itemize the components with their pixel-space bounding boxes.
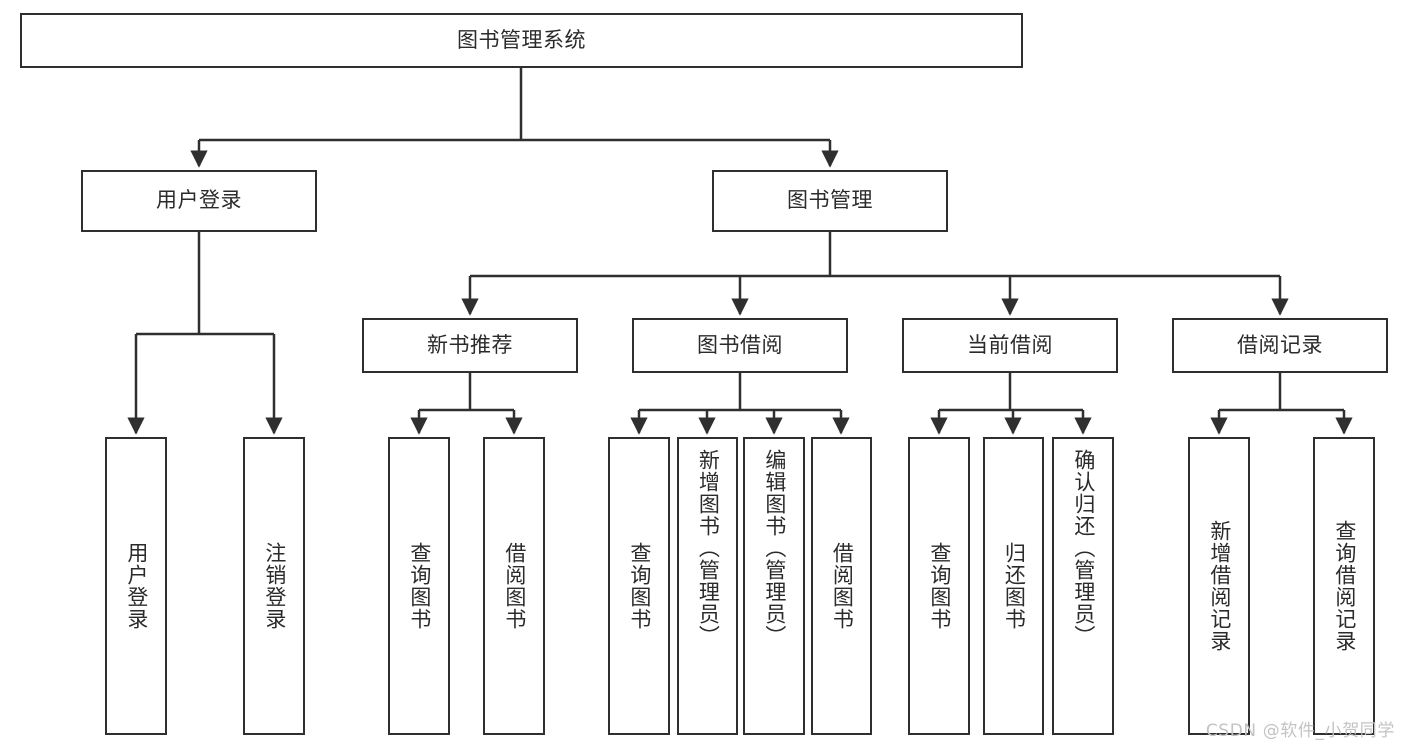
- node-leaf-return-book-label: 归还图书: [1002, 542, 1027, 630]
- node-book-manage[interactable]: 图书管理: [712, 170, 948, 232]
- node-leaf-add-borrow-record[interactable]: 新增借阅记录: [1188, 437, 1250, 735]
- node-book-manage-label: 图书管理: [787, 188, 873, 213]
- node-leaf-query-book-1[interactable]: 查询图书: [388, 437, 450, 735]
- node-leaf-return-book[interactable]: 归还图书: [983, 437, 1044, 735]
- node-user-login-label: 用户登录: [156, 188, 242, 213]
- node-leaf-user-login[interactable]: 用户登录: [105, 437, 167, 735]
- node-leaf-add-book-admin-label: 新增图书（管理员）: [696, 449, 721, 647]
- node-leaf-logout-label: 注销登录: [262, 542, 287, 630]
- node-book-borrow[interactable]: 图书借阅: [632, 318, 848, 373]
- node-leaf-borrow-book-1-label: 借阅图书: [502, 542, 527, 630]
- node-borrow-record-label: 借阅记录: [1237, 332, 1323, 357]
- node-current-borrow-label: 当前借阅: [967, 332, 1053, 357]
- node-leaf-query-book-3[interactable]: 查询图书: [908, 437, 970, 735]
- node-leaf-logout[interactable]: 注销登录: [243, 437, 305, 735]
- node-leaf-confirm-return-admin[interactable]: 确认归还（管理员）: [1052, 437, 1114, 735]
- node-leaf-query-borrow-record-label: 查询借阅记录: [1332, 520, 1357, 652]
- node-leaf-query-borrow-record[interactable]: 查询借阅记录: [1313, 437, 1375, 735]
- node-leaf-user-login-label: 用户登录: [124, 542, 149, 630]
- node-root-label: 图书管理系统: [457, 27, 586, 52]
- node-leaf-query-book-2-label: 查询图书: [627, 542, 652, 630]
- node-borrow-record[interactable]: 借阅记录: [1172, 318, 1388, 373]
- watermark: CSDN @软件_小贺同学: [1205, 721, 1395, 741]
- node-leaf-query-book-2[interactable]: 查询图书: [608, 437, 670, 735]
- node-leaf-query-book-1-label: 查询图书: [407, 542, 432, 630]
- node-new-book-recommend-label: 新书推荐: [427, 332, 513, 357]
- node-leaf-confirm-return-admin-label: 确认归还（管理员）: [1071, 449, 1096, 647]
- node-leaf-query-book-3-label: 查询图书: [927, 542, 952, 630]
- node-new-book-recommend[interactable]: 新书推荐: [362, 318, 578, 373]
- node-user-login[interactable]: 用户登录: [81, 170, 317, 232]
- node-leaf-borrow-book-1[interactable]: 借阅图书: [483, 437, 545, 735]
- node-root[interactable]: 图书管理系统: [20, 13, 1023, 68]
- node-leaf-add-book-admin[interactable]: 新增图书（管理员）: [677, 437, 738, 735]
- node-leaf-borrow-book-2[interactable]: 借阅图书: [811, 437, 872, 735]
- node-leaf-add-borrow-record-label: 新增借阅记录: [1207, 520, 1232, 652]
- node-leaf-borrow-book-2-label: 借阅图书: [830, 542, 855, 630]
- node-leaf-edit-book-admin-label: 编辑图书（管理员）: [762, 449, 787, 647]
- node-book-borrow-label: 图书借阅: [697, 332, 783, 357]
- node-leaf-edit-book-admin[interactable]: 编辑图书（管理员）: [743, 437, 805, 735]
- node-current-borrow[interactable]: 当前借阅: [902, 318, 1118, 373]
